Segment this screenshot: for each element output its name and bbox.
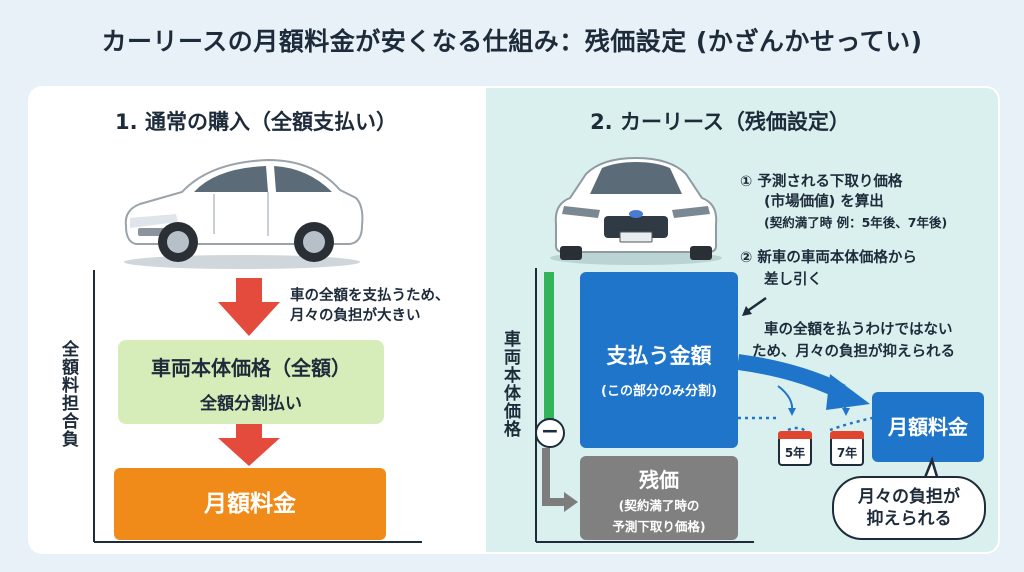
down-arrow-icon [218,278,280,336]
page-title: カーリースの月額料金が安くなる仕組み：残価設定 (かざんかせってい) [101,27,923,56]
step2-line1: ② 新車の車両本体価格から [740,250,917,266]
residual-value-box: 残価 (契約満了時の 予測下取り価格) [580,456,738,540]
right-axis [535,268,754,543]
step1-line3: (契約満了時 例：5年後、7年後) [764,215,948,230]
sedan-front-car-illustration [550,156,722,265]
right-axis-label: 車両本体価格 [500,330,520,438]
right-monthly-fee-box: 月額料金 [872,392,984,462]
speech-bubble: 月々の負担が 抑えられる [832,476,986,540]
pointer-arrow-icon [742,296,767,316]
minus-icon: − [535,418,565,448]
left-axis-label: 全額料担合負 [58,340,78,448]
step1-line1: ① 予測される下取り価格 [740,174,903,190]
step2-line2: 差し引く [764,272,822,288]
left-heading: 1. 通常の購入（全額支払い） [115,110,397,134]
left-axis [93,270,422,543]
bubble-line2: 抑えられる [866,509,952,529]
full-price-box: 車両本体価格（全額） 全額分割払い [118,340,384,424]
calendar-7-years-icon: 7年 [830,431,864,466]
big-blue-arrow-icon [736,354,870,410]
residual-sub1: (契約満了時の [618,498,700,513]
step1-line2: (市場価値) を算出 [764,194,884,210]
full-installment-label: 全額分割払い [200,394,302,414]
sedan-car-illustration [124,158,364,269]
left-note-line2: 月々の負担が大きい [290,308,421,324]
bubble-line1: 月々の負担が [858,487,960,507]
residual-label: 残価 [639,468,679,492]
left-note-line1: 車の全額を支払うため、 [290,288,450,304]
payment-amount-box: 支払う金額 (この部分のみ分割) [580,272,738,448]
right-note-line1: 車の全額を払うわけではない [764,322,953,338]
right-note-line2: ため、月々の負担が抑えられる [752,344,955,360]
payment-amount-sub: (この部分のみ分割) [601,384,717,399]
payment-amount-label: 支払う金額 [606,344,712,368]
down-arrow-icon [218,424,280,466]
calendar-5-years-icon: 5年 [778,431,812,466]
payment-green-bar [542,272,578,512]
right-heading: 2. カーリース（残価設定） [590,110,850,134]
left-monthly-fee-box: 月額料金 [114,468,386,540]
full-price-label: 車両本体価格（全額） [151,356,351,380]
residual-sub2: 予測下取り価格) [612,519,706,534]
